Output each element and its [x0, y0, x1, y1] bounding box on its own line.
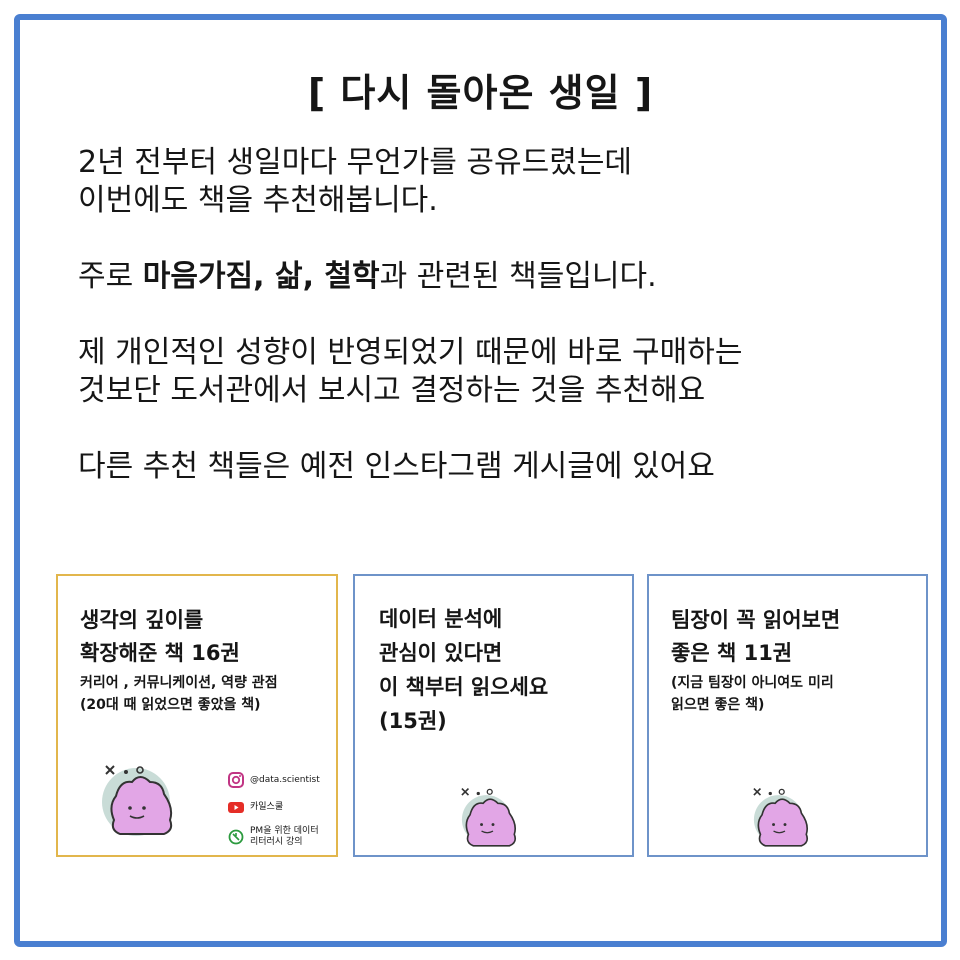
intro-line: 것보단 도서관에서 보시고 결정하는 것을 추천해요	[78, 373, 706, 408]
youtube-channel: 카일스쿨	[250, 802, 283, 813]
course-link[interactable]: PM을 위한 데이터 리터러시 강의	[228, 826, 320, 848]
intro-line: 이번에도 책을 추천해봅니다.	[78, 183, 438, 218]
intro-paragraph-2: 주로 마음가짐, 삶, 철학과 관련된 책들입니다.	[78, 258, 938, 296]
instagram-icon	[228, 772, 244, 788]
card-heading-line: 생각의 깊이를	[80, 608, 204, 632]
card-heading-line: 팀장이 꼭 읽어보면	[671, 608, 841, 632]
card-heading-line: (15권)	[379, 709, 447, 733]
course-name-line: 리터러시 강의	[250, 837, 303, 847]
intro-text: 2년 전부터 생일마다 무언가를 공유드렸는데 이번에도 책을 추천해봅니다. …	[78, 144, 938, 524]
book-card-15[interactable]: 데이터 분석에 관심이 있다면 이 책부터 읽으세요 (15권)	[353, 574, 634, 857]
card-subtext-line: 읽으면 좋은 책)	[671, 697, 765, 713]
keyword-philosophy: 철학	[324, 259, 380, 294]
youtube-link[interactable]: 카일스쿨	[228, 799, 320, 815]
book-card-16[interactable]: 생각의 깊이를 확장해준 책 16권 커리어 , 커뮤니케이션, 역량 관점 (…	[56, 574, 338, 857]
youtube-icon	[228, 802, 244, 813]
intro-paragraph-1: 2년 전부터 생일마다 무언가를 공유드렸는데 이번에도 책을 추천해봅니다.	[78, 144, 938, 220]
youtube-channel-text: 카일스쿨	[250, 801, 284, 812]
mascot-icon	[461, 787, 517, 847]
post-frame: [ 다시 돌아온 생일 ] 2년 전부터 생일마다 무언가를 공유드렸는데 이번…	[14, 14, 947, 947]
intro-line: 주로 마음가짐, 삶, 철학과 관련된 책들입니다.	[78, 259, 657, 294]
card-heading-line: 이 책부터 읽으세요	[379, 675, 549, 699]
card-heading-line: 관심이 있다면	[379, 641, 503, 665]
intro-prefix: 주로	[78, 259, 143, 294]
card-subtext-line: (지금 팀장이 아니여도 미리	[671, 675, 834, 691]
intro-suffix: 과 관련된 책들입니다.	[379, 259, 657, 294]
intro-paragraph-3: 제 개인적인 성향이 반영되었기 때문에 바로 구매하는 것보단 도서관에서 보…	[78, 334, 938, 410]
keyword-sep: ,	[253, 259, 275, 294]
intro-line: 제 개인적인 성향이 반영되었기 때문에 바로 구매하는	[78, 335, 743, 370]
card-heading-line: 확장해준 책 16권	[80, 641, 240, 665]
course-name-line: PM을 위한 데이터	[250, 826, 319, 836]
card-subtext-line: 커리어 , 커뮤니케이션, 역량 관점	[80, 675, 278, 691]
card-heading: 팀장이 꼭 읽어보면 좋은 책 11권	[671, 604, 840, 670]
instagram-link[interactable]: @data.scientist	[228, 772, 320, 788]
keyword-life: 삶	[275, 259, 303, 294]
intro-line: 2년 전부터 생일마다 무언가를 공유드렸는데	[78, 145, 633, 180]
course-name: PM을 위한 데이터 리터러시 강의	[250, 826, 319, 848]
card-subtext: (지금 팀장이 아니여도 미리 읽으면 좋은 책)	[671, 672, 834, 716]
card-subtext: 커리어 , 커뮤니케이션, 역량 관점 (20대 때 읽었으면 좋았을 책)	[80, 672, 278, 716]
keyword-mindset: 마음가짐	[142, 259, 254, 294]
social-links: @data.scientist 카일스쿨 PM을 위한 데이터 리터러시 강의	[228, 772, 320, 859]
course-icon	[228, 829, 244, 845]
card-heading-line: 좋은 책 11권	[671, 641, 793, 665]
intro-line: 다른 추천 책들은 예전 인스타그램 게시글에 있어요	[78, 449, 715, 484]
card-subtext-line: (20대 때 읽었으면 좋았을 책)	[80, 697, 261, 713]
card-heading-line: 데이터 분석에	[379, 607, 503, 631]
page-title: [ 다시 돌아온 생일 ]	[307, 71, 654, 115]
book-card-11[interactable]: 팀장이 꼭 읽어보면 좋은 책 11권 (지금 팀장이 아니여도 미리 읽으면 …	[647, 574, 928, 857]
card-heading: 생각의 깊이를 확장해준 책 16권	[80, 604, 240, 670]
mascot-icon	[102, 765, 173, 836]
instagram-handle-text: @data.scientist	[250, 774, 320, 785]
mascot-icon	[753, 787, 809, 847]
card-heading: 데이터 분석에 관심이 있다면 이 책부터 읽으세요 (15권)	[379, 602, 548, 738]
instagram-handle: @data.scientist	[250, 775, 320, 786]
keyword-sep: ,	[302, 259, 325, 294]
intro-paragraph-4: 다른 추천 책들은 예전 인스타그램 게시글에 있어요	[78, 448, 938, 486]
